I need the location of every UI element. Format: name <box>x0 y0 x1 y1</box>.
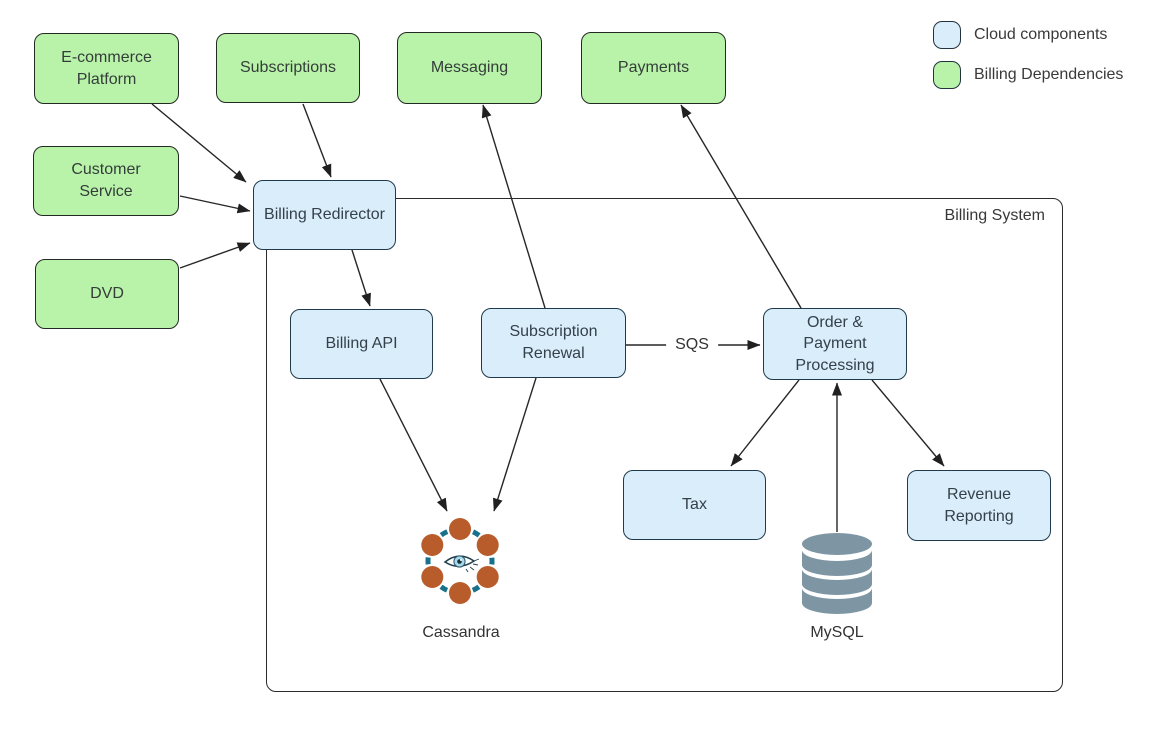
edge-subscriptions-to-billing-redirector <box>302 103 332 178</box>
legend-item-billing-dependencies: Billing Dependencies <box>933 61 1123 89</box>
node-billing-api: Billing API <box>290 309 433 379</box>
node-dvd: DVD <box>35 259 179 329</box>
node-ecommerce-platform: E-commerce Platform <box>34 33 179 104</box>
edge-order-payment-to-revenue-reporting <box>871 379 945 467</box>
node-order-payment-processing-label: Order & Payment Processing <box>795 313 875 374</box>
edge-subscription-renewal-to-messaging <box>481 104 546 309</box>
mysql-database-icon <box>801 532 873 618</box>
node-tax-label: Tax <box>682 496 707 514</box>
node-order-payment-processing: Order & Payment Processing <box>763 308 907 380</box>
billing-system-title: Billing System <box>944 207 1045 224</box>
node-billing-redirector: Billing Redirector <box>253 180 396 250</box>
cassandra-eye <box>443 555 480 573</box>
node-revenue-reporting-label: Revenue Reporting <box>944 485 1014 525</box>
node-customer-service: Customer Service <box>33 146 179 216</box>
edge-subscription-renewal-to-cassandra <box>492 377 537 512</box>
node-subscriptions-label: Subscriptions <box>239 59 337 77</box>
node-customer-service-label: Customer Service <box>71 161 141 200</box>
node-messaging-label: Messaging <box>430 59 509 77</box>
node-subscriptions: Subscriptions <box>216 33 360 103</box>
node-subscription-renewal: Subscription Renewal <box>481 308 626 378</box>
legend-swatch-dependencies <box>933 61 961 89</box>
legend-swatch-cloud <box>933 21 961 49</box>
billing-system-container: Billing System <box>266 198 1063 692</box>
node-billing-api-label: Billing API <box>325 335 398 353</box>
node-tax: Tax <box>623 470 766 540</box>
node-revenue-reporting: Revenue Reporting <box>907 470 1051 541</box>
node-subscription-renewal-label: Subscription Renewal <box>509 323 598 362</box>
edge-dvd-to-billing-redirector <box>179 242 251 269</box>
node-dvd-label: DVD <box>90 285 124 303</box>
legend: Cloud components Billing Dependencies <box>933 21 1123 101</box>
mysql-label: MySQL <box>810 624 864 641</box>
edge-billing-redirector-to-billing-api <box>351 249 371 307</box>
legend-label-dependencies: Billing Dependencies <box>974 66 1124 83</box>
node-payments-label: Payments <box>617 59 690 77</box>
edge-billing-api-to-cassandra <box>379 378 448 512</box>
edge-order-payment-to-tax <box>730 379 800 467</box>
edge-customer-service-to-billing-redirector <box>179 195 251 214</box>
node-billing-redirector-label: Billing Redirector <box>264 206 385 224</box>
cassandra-label: Cassandra <box>422 624 500 641</box>
edge-ecommerce-to-billing-redirector <box>151 103 247 183</box>
cassandra-icon <box>410 511 510 611</box>
legend-item-cloud-components: Cloud components <box>933 21 1123 49</box>
edge-order-payment-to-payments <box>680 104 802 309</box>
legend-label-cloud: Cloud components <box>974 26 1108 43</box>
node-messaging: Messaging <box>397 32 542 104</box>
node-payments: Payments <box>581 32 726 104</box>
edge-label-sqs: SQS <box>666 336 718 354</box>
node-ecommerce-platform-label: E-commerce Platform <box>61 48 152 88</box>
